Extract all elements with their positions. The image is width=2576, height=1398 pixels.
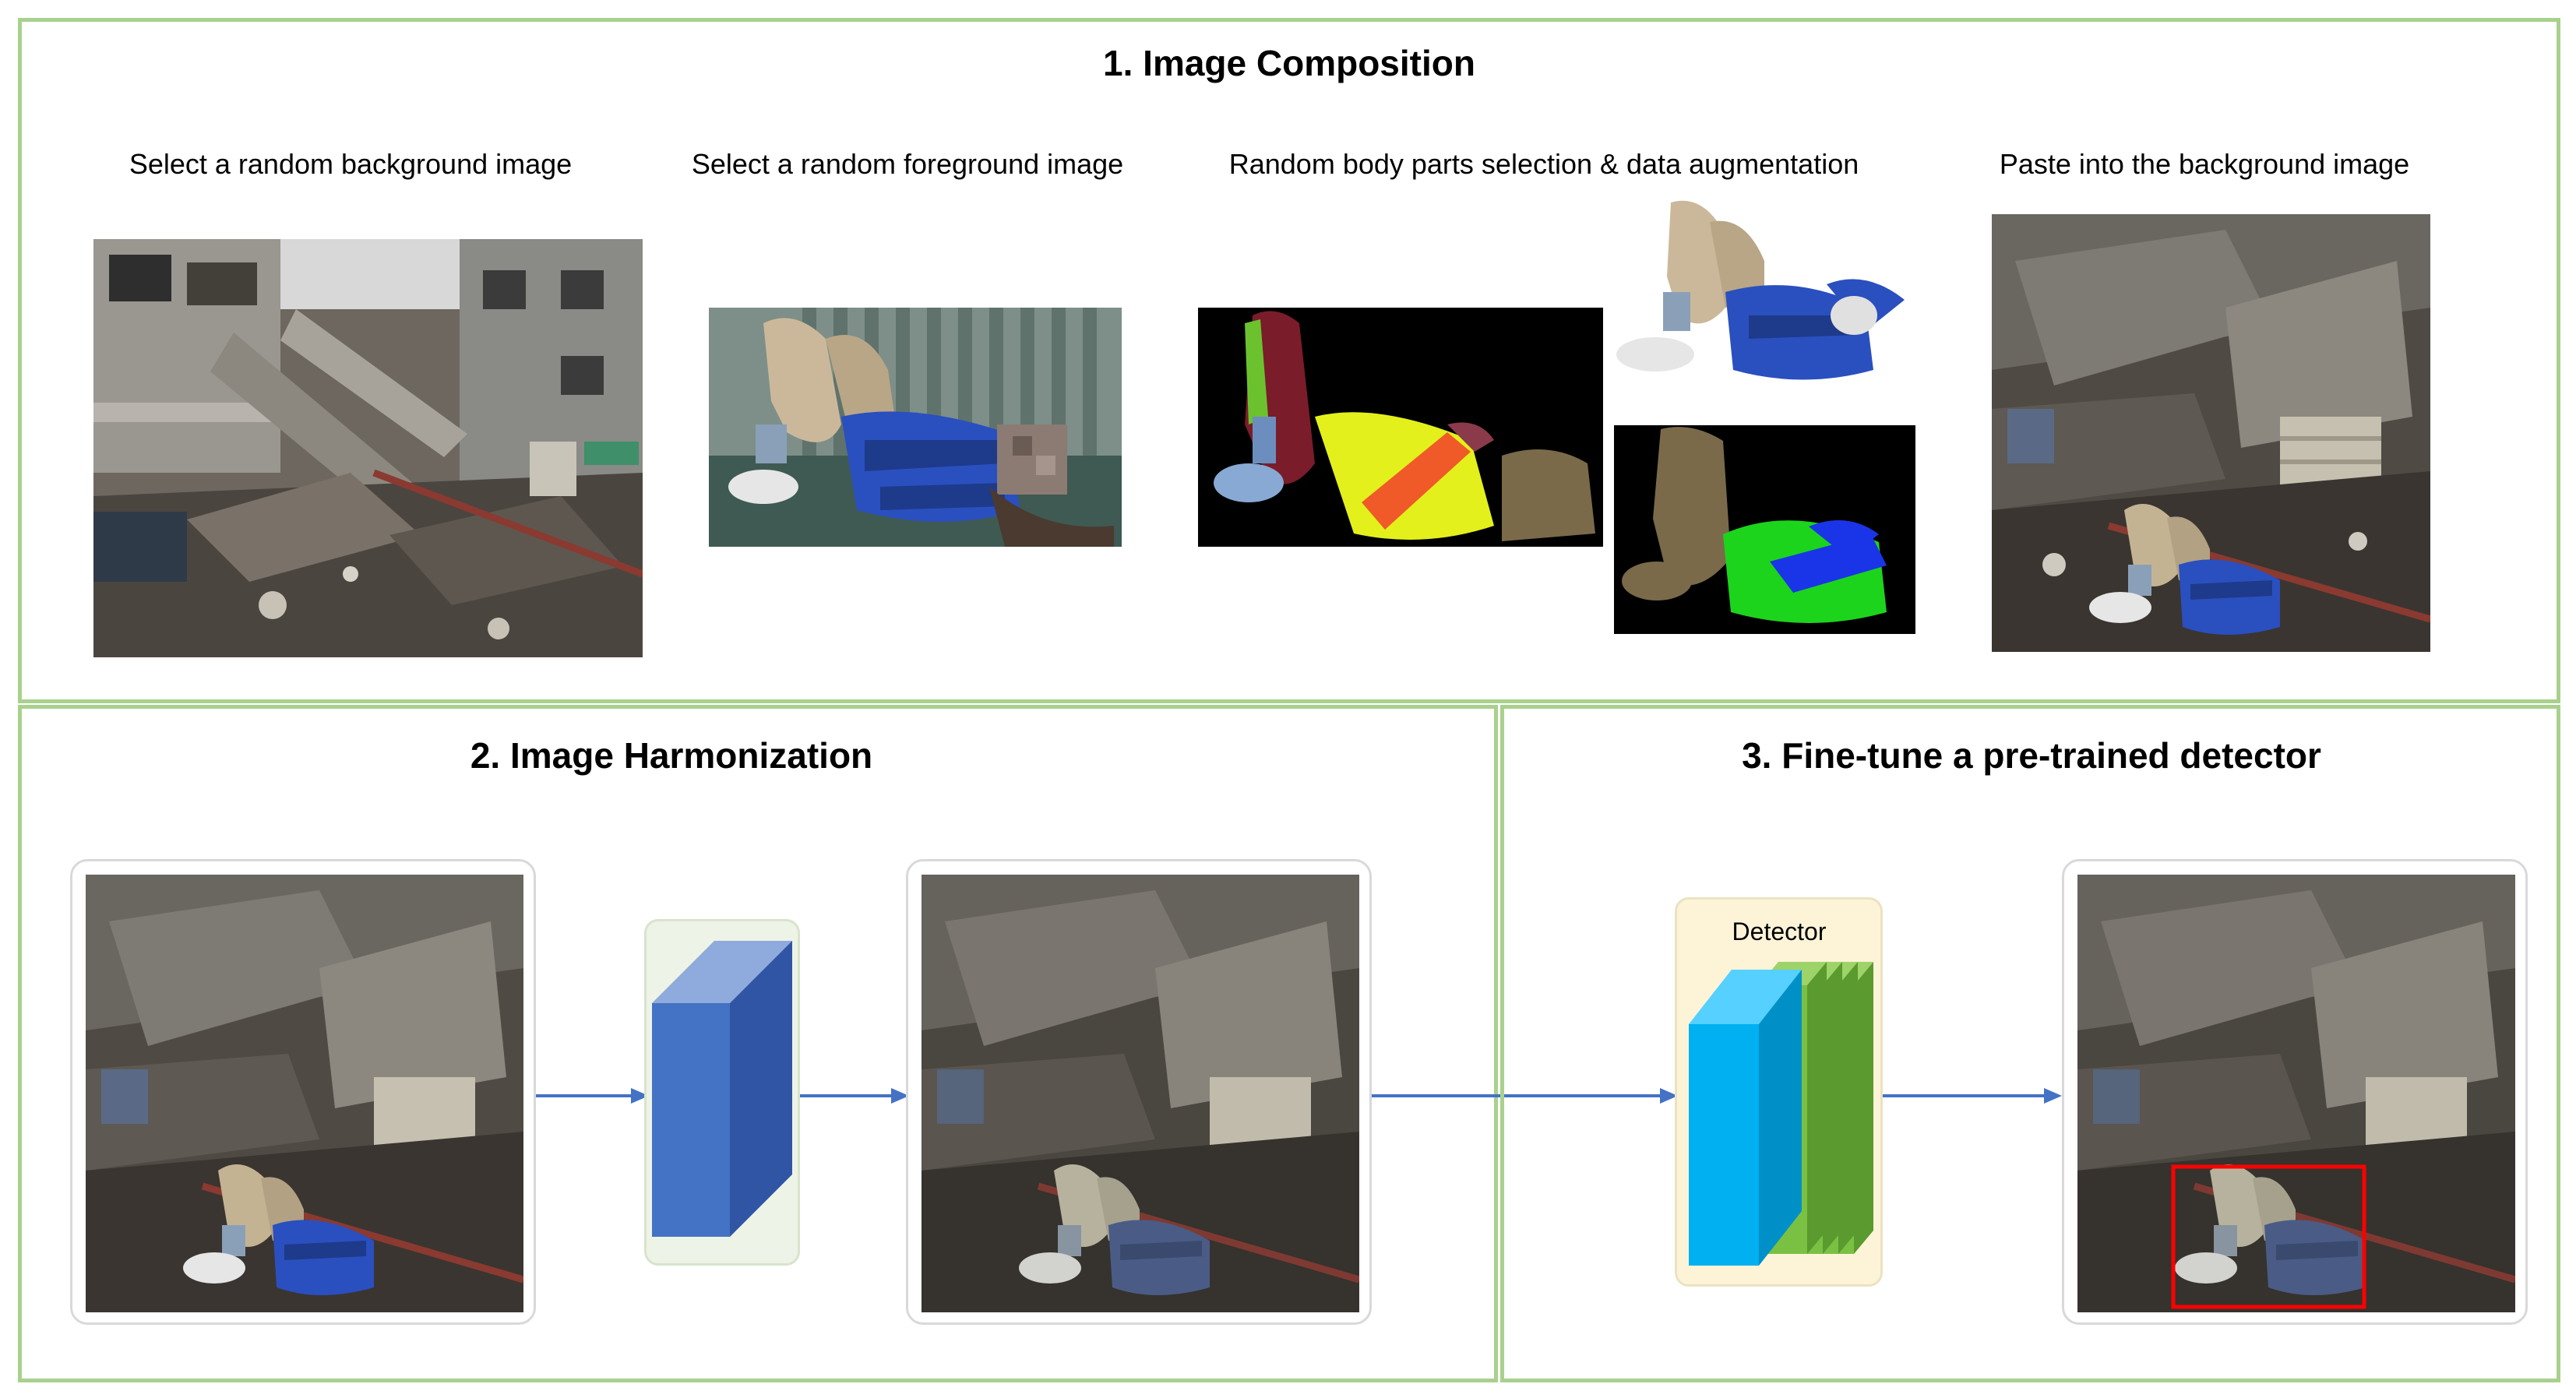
section2-title: 2. Image Harmonization: [470, 735, 873, 776]
arrow-to-detection: [1883, 1088, 2062, 1104]
caption-foreground: Select a random foreground image: [691, 148, 1124, 180]
fine-tune-detector-panel: [1500, 705, 2560, 1382]
section1-title: 1. Image Composition: [1103, 43, 1475, 83]
body-parts-mask-1: [1198, 308, 1603, 547]
detector-icon: [1689, 962, 1873, 1266]
detector-label: Detector: [1732, 917, 1827, 945]
detection-bounding-box: [2171, 1164, 2366, 1309]
image-composition-panel: [18, 18, 2560, 703]
harmonization-model-icon: [652, 941, 792, 1237]
body-parts-mask-2: [1614, 425, 1915, 634]
background-image: [93, 239, 643, 657]
harmonization-input-frame: [70, 859, 536, 1325]
arrow-to-harmonized: [800, 1088, 909, 1104]
caption-paste: Paste into the background image: [1999, 148, 2410, 180]
image-harmonization-panel: [18, 705, 1498, 1382]
arrow-to-detector: [1372, 1088, 1678, 1104]
caption-body-parts: Random body parts selection & data augme…: [1228, 148, 1859, 180]
arrow-to-harmonizer: [536, 1088, 649, 1104]
caption-background: Select a random background image: [129, 148, 573, 180]
composited-image: [1992, 214, 2430, 652]
foreground-image: [709, 308, 1122, 547]
augmented-body-parts: [1609, 199, 1920, 389]
section3-title: 3. Fine-tune a pre-trained detector: [1742, 735, 2321, 776]
detection-result-frame: [2062, 859, 2528, 1325]
harmonized-output-frame: [906, 859, 1372, 1325]
